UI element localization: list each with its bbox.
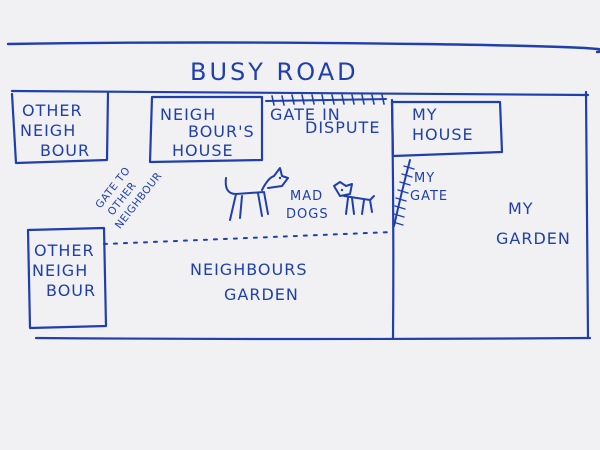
svg-text:NEIGHBOURS GARDEN: NEIGHBOURS GARDEN: [190, 260, 314, 304]
other-neighbour-bottom-line3: BOUR: [46, 281, 96, 300]
neighbours-garden-line2: GARDEN: [224, 285, 299, 304]
neighbours-garden-line1: NEIGHBOURS: [190, 260, 308, 279]
gate-in-dispute-line1: GATE IN: [270, 105, 341, 124]
neighbours-house-line2: BOUR'S: [188, 122, 255, 141]
svg-text:GATE TO OTHER NEIGHBOU: GATE TO OTHER NEIGHBOUR: [91, 153, 165, 232]
svg-text:MY HOUSE: MY HOUSE: [412, 105, 474, 144]
other-neighbour-top-box: OTHER NEIGH BOUR: [10, 90, 110, 165]
my-garden-line2: GARDEN: [496, 229, 571, 248]
svg-text:GATE IN DISPUTE: GATE IN DISPUTE: [270, 105, 380, 137]
neighbours-house-line1: NEIGH: [160, 105, 216, 124]
other-neighbour-top-line3: BOUR: [40, 141, 90, 160]
my-gate-line1: MY: [414, 171, 435, 186]
dog-large-icon: [224, 167, 289, 221]
right-boundary: [584, 90, 590, 340]
property-top-boundary: [10, 89, 590, 97]
svg-text:MY GARDEN: MY GARDEN: [496, 199, 571, 248]
svg-text:MY GATE: MY GATE: [410, 171, 448, 204]
my-garden-line1: MY: [508, 199, 534, 218]
neighbours-house-box: NEIGH BOUR'S HOUSE: [148, 95, 264, 164]
svg-text:OTHER NEIGH BOUR: OTHER NEIGH BOUR: [32, 241, 101, 300]
svg-text:OTHER NEIGH BOUR: OTHER NEIGH BOUR: [20, 101, 90, 160]
mad-dogs-line2: DOGS: [286, 207, 329, 222]
other-neighbour-bottom-line1: OTHER: [34, 241, 95, 260]
gate-in-dispute: GATE IN DISPUTE: [265, 94, 387, 137]
road-edge-line: [6, 41, 600, 54]
other-neighbour-bottom-line2: NEIGH: [32, 261, 88, 280]
other-neighbour-top-line1: OTHER: [22, 101, 83, 120]
svg-text:NEIGH BOUR'S HOUSE: NEIGH BOUR'S HOUSE: [160, 105, 261, 160]
svg-text:MAD DOGS: MAD DOGS: [286, 189, 329, 222]
my-gate-line2: GATE: [410, 189, 448, 204]
other-neighbour-bottom-box: OTHER NEIGH BOUR: [26, 226, 108, 330]
my-house-line1: MY: [412, 105, 438, 124]
dog-small-icon: [333, 181, 375, 215]
bottom-boundary: [34, 336, 592, 341]
mad-dogs-group: MAD DOGS: [224, 167, 375, 222]
busy-road-label: BUSY ROAD: [190, 58, 359, 86]
dashed-path: [103, 231, 393, 245]
mad-dogs-line1: MAD: [290, 189, 323, 204]
neighbours-house-line3: HOUSE: [172, 141, 234, 160]
my-house-box: MY HOUSE: [390, 100, 504, 158]
my-house-line2: HOUSE: [412, 125, 474, 144]
gate-in-dispute-line2: DISPUTE: [305, 118, 380, 137]
other-neighbour-top-line2: NEIGH: [20, 121, 76, 140]
my-gate: MY GATE: [392, 159, 448, 227]
